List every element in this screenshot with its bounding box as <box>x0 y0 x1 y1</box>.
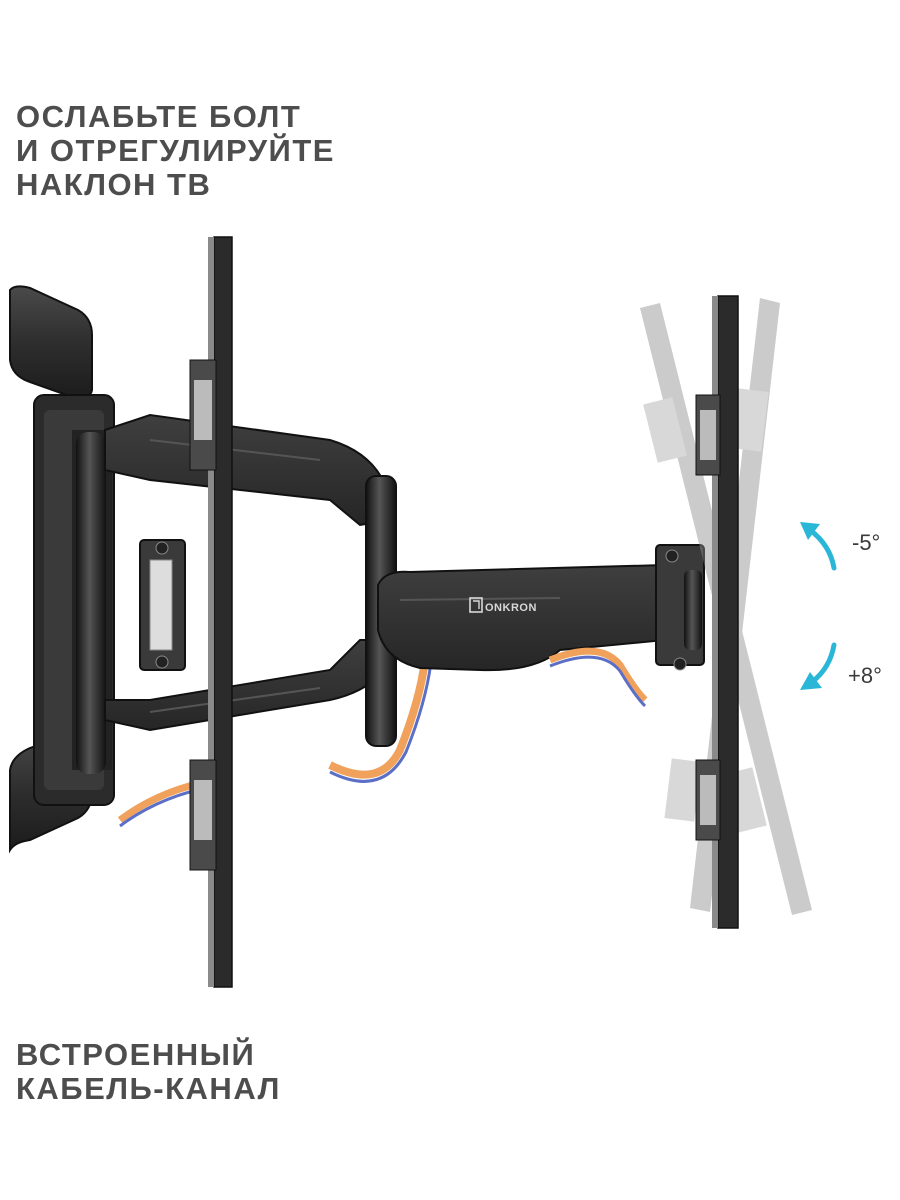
wall-plate <box>9 285 115 854</box>
tilt-caption: ОСЛАБЬТЕ БОЛТ И ОТРЕГУЛИРУЙТЕ НАКЛОН ТВ <box>16 100 335 202</box>
cable-caption-line-2: КАБЕЛЬ-КАНАЛ <box>16 1071 281 1106</box>
tv-panel-right <box>695 295 739 929</box>
tilt-caption-line-1: ОСЛАБЬТЕ БОЛТ <box>16 99 302 134</box>
cable-right <box>548 647 648 703</box>
arrow-up-icon <box>800 522 837 571</box>
brand-label: ONKRON <box>485 602 537 614</box>
upper-arm <box>104 413 391 527</box>
forearm: ONKRON <box>377 563 666 672</box>
tilt-down-label: +8° <box>848 663 882 688</box>
tilt-caption-line-3: НАКЛОН ТВ <box>16 167 212 202</box>
tilt-caption-line-2: И ОТРЕГУЛИРУЙТЕ <box>16 133 335 168</box>
arrow-down-icon <box>800 642 837 690</box>
cable-middle <box>328 659 429 779</box>
tv-panel-left <box>189 236 233 988</box>
tilt-bracket-right <box>655 544 705 671</box>
cable-channel-caption: ВСТРОЕННЫЙ КАБЕЛЬ-КАНАЛ <box>16 1038 281 1106</box>
tilt-bracket-left <box>139 539 186 671</box>
tilt-up-label: -5° <box>852 530 880 555</box>
onkron-logo-icon <box>469 597 483 613</box>
cable-caption-line-1: ВСТРОЕННЫЙ <box>16 1037 256 1072</box>
